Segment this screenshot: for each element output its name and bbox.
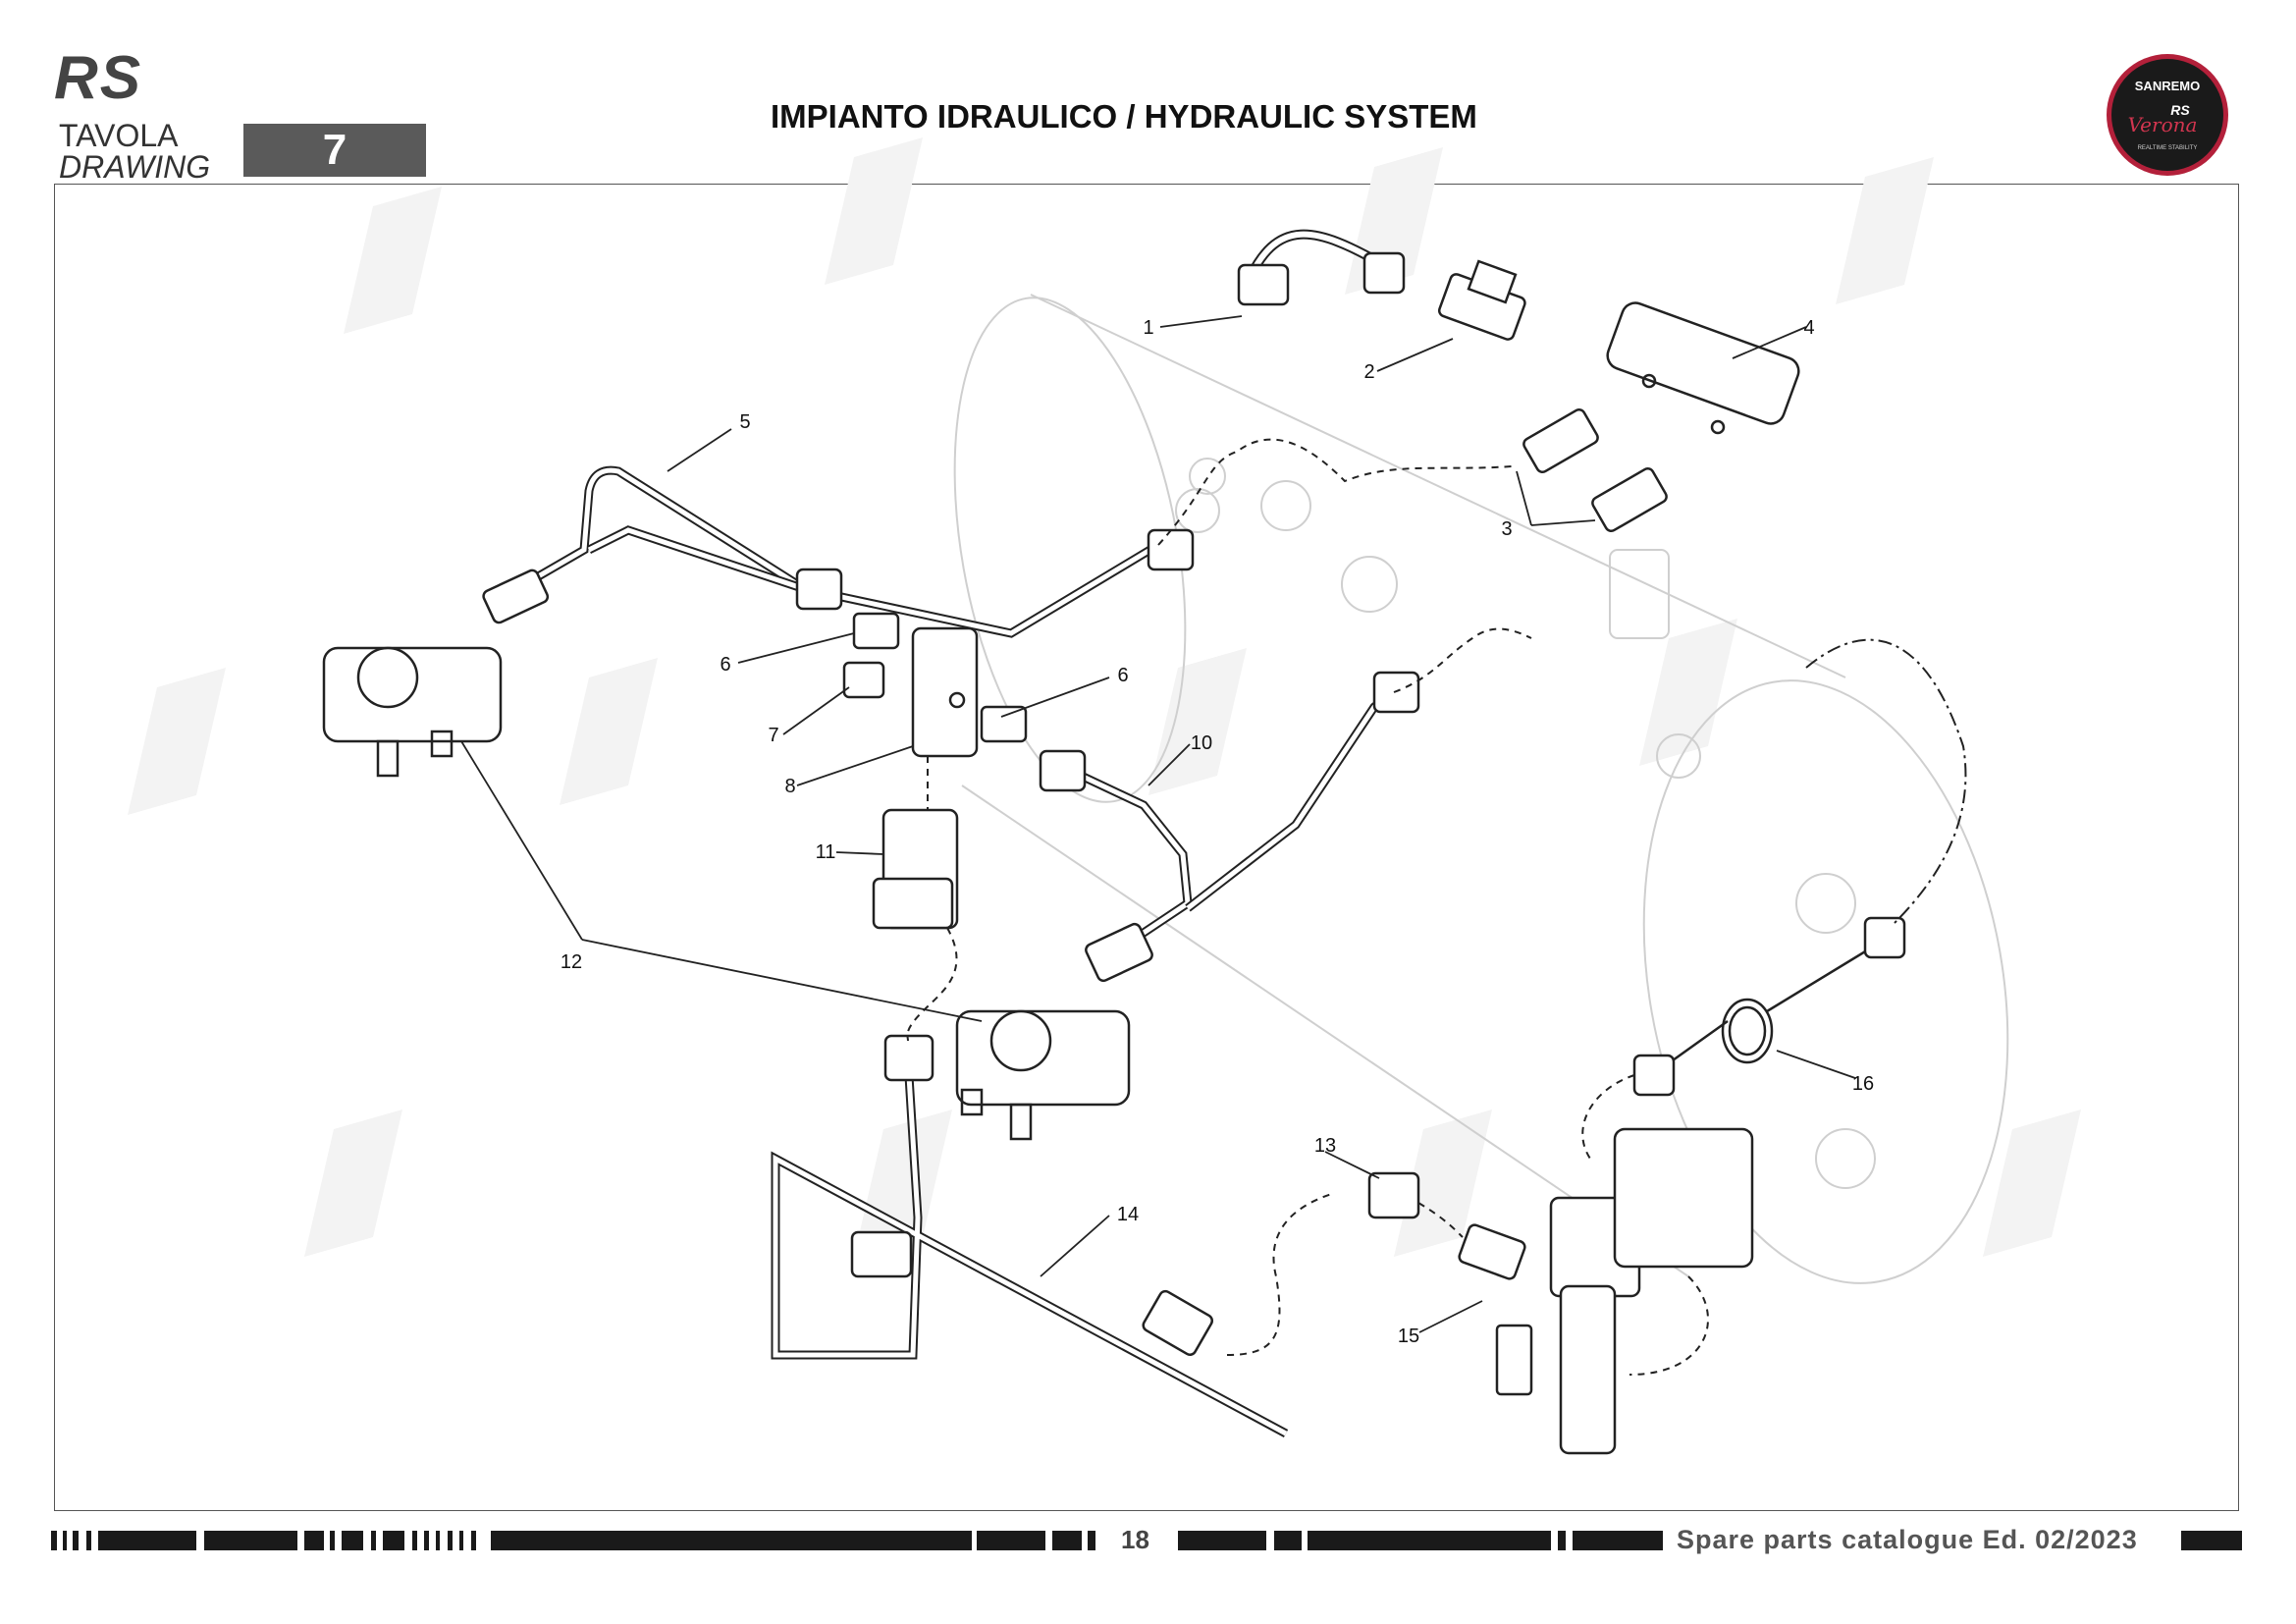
- callout-4: 4: [1803, 317, 1814, 339]
- callout-12: 12: [561, 951, 582, 973]
- logo-tagline: REALTIME STABILITY: [2138, 145, 2198, 151]
- drawing-frame: [54, 184, 2239, 1511]
- callout-6a: 6: [720, 654, 730, 676]
- callout-10: 10: [1191, 732, 1212, 754]
- callout-16: 16: [1852, 1073, 1874, 1095]
- leader-lines: [460, 315, 1856, 1333]
- callout-5: 5: [739, 411, 750, 433]
- logo-model: RS: [2170, 102, 2190, 118]
- callout-13: 13: [1314, 1135, 1336, 1157]
- callout-1: 1: [1143, 317, 1153, 339]
- callout-7: 7: [768, 725, 778, 746]
- assembly-dashed-lines: [906, 438, 1967, 1376]
- drawing-label: DRAWING: [59, 149, 211, 185]
- boiler-outline: [953, 294, 2009, 1284]
- page-title: IMPIANTO IDRAULICO / HYDRAULIC SYSTEM: [771, 98, 1477, 135]
- parts-lineart: [322, 229, 1906, 1455]
- footer-barcode: [51, 1531, 2242, 1550]
- page-number: 18: [1121, 1525, 1149, 1554]
- callout-11: 11: [816, 841, 836, 863]
- callout-8: 8: [784, 776, 795, 797]
- drawing-number: 7: [243, 124, 426, 177]
- model-code: RS: [54, 44, 143, 112]
- logo-script: Verona: [2128, 113, 2198, 136]
- callout-6b: 6: [1117, 665, 1128, 686]
- logo-brand: SANREMO: [2135, 79, 2200, 93]
- callout-15: 15: [1398, 1326, 1419, 1347]
- callout-labels: 1 2 3 4 5 6 6 7 8 10 11 12 13 14 15 16: [561, 317, 1874, 1347]
- tavola-label: TAVOLA: [59, 118, 179, 153]
- catalogue-edition: Spare parts catalogue Ed. 02/2023: [1677, 1525, 2138, 1554]
- brand-logo: SANREMO RS Verona REALTIME STABILITY: [2107, 54, 2228, 176]
- callout-14: 14: [1117, 1204, 1139, 1225]
- callout-2: 2: [1363, 361, 1374, 383]
- callout-3: 3: [1501, 518, 1512, 540]
- watermark-pattern: [128, 137, 2081, 1257]
